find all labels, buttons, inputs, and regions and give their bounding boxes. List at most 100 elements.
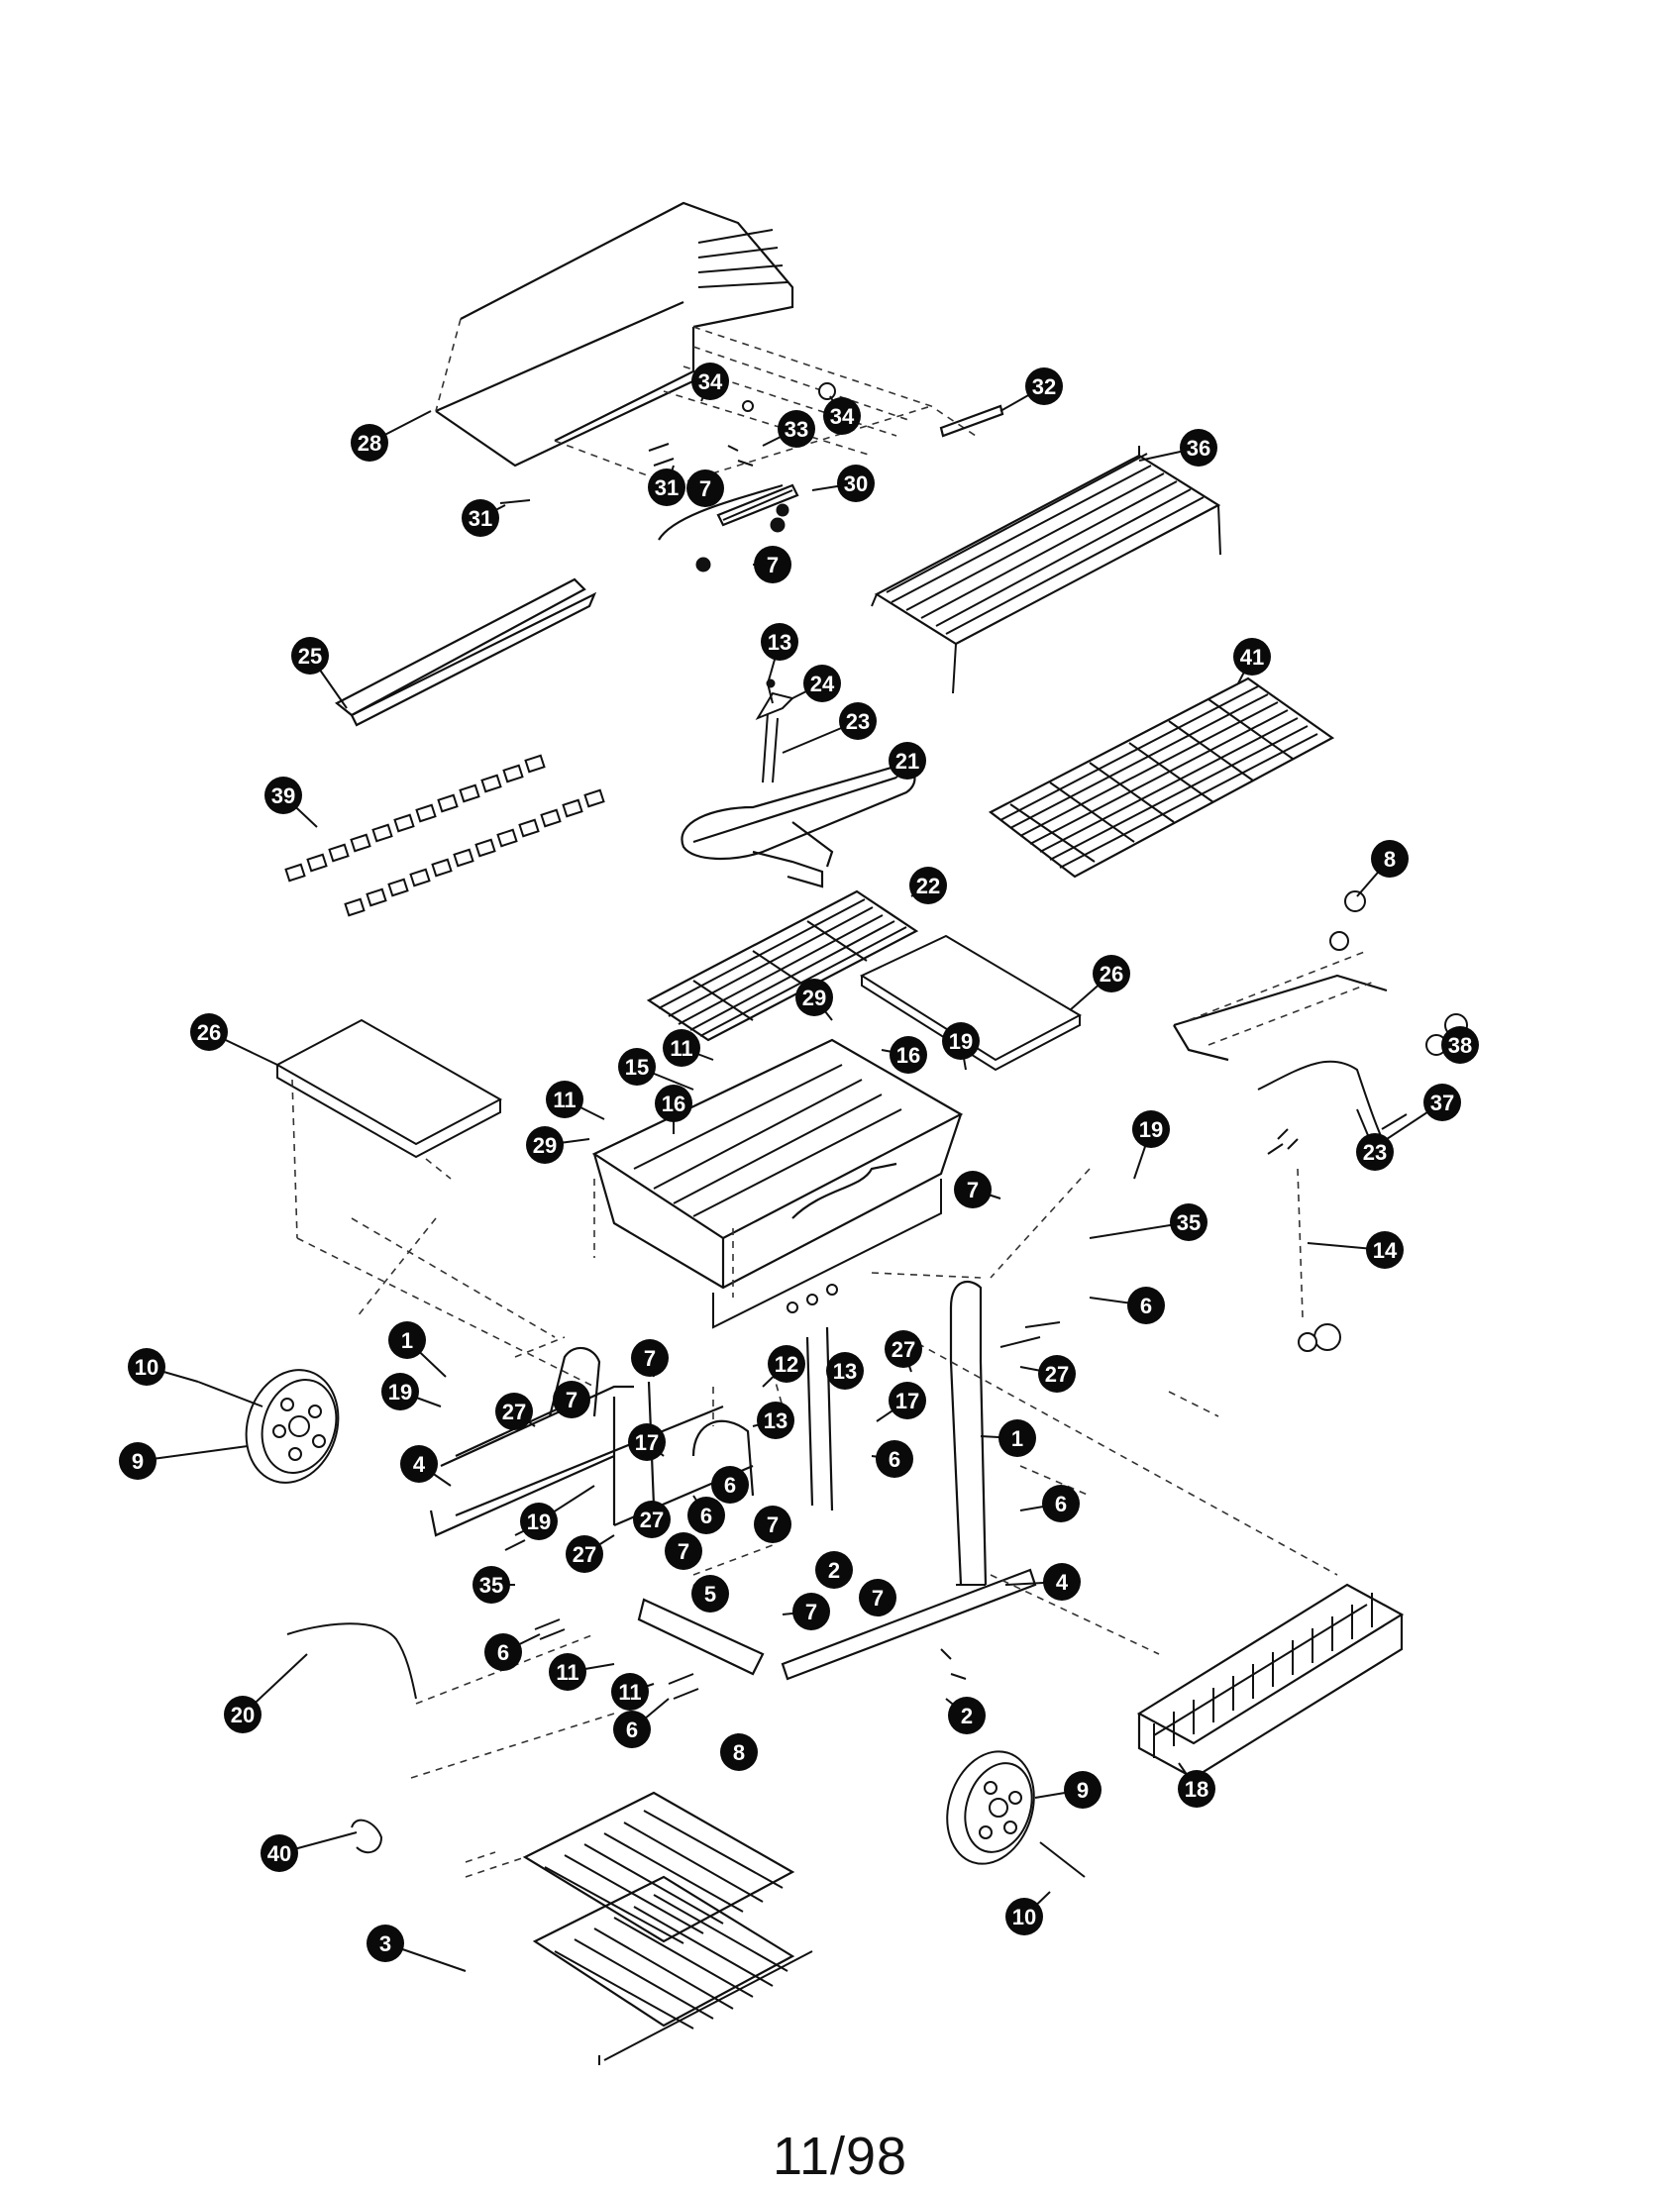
callout-label: 38 <box>1448 1033 1472 1058</box>
callout-33: 33 <box>778 410 815 448</box>
callout-label: 6 <box>1140 1294 1152 1318</box>
callout-23: 23 <box>839 702 877 740</box>
callout-label: 36 <box>1187 436 1210 461</box>
callout-label: 27 <box>1045 1362 1069 1387</box>
callout-label: 6 <box>889 1447 900 1472</box>
callout-label: 23 <box>1363 1140 1387 1165</box>
callout-30: 30 <box>837 465 875 502</box>
callout-label: 12 <box>775 1352 798 1377</box>
callout-31: 31 <box>462 499 499 537</box>
callout-6: 6 <box>1127 1287 1165 1324</box>
callout-7: 7 <box>686 469 724 507</box>
callout-39: 39 <box>264 777 302 814</box>
callout-13: 13 <box>826 1352 864 1390</box>
callout-label: 7 <box>767 1512 779 1537</box>
control-panel-drawing <box>1173 890 1468 1352</box>
callout-label: 5 <box>704 1582 716 1607</box>
callout-16: 16 <box>890 1036 927 1074</box>
callout-5: 5 <box>691 1575 729 1613</box>
callout-label: 2 <box>961 1704 973 1728</box>
callout-label: 18 <box>1185 1777 1208 1802</box>
callout-label: 20 <box>231 1703 255 1727</box>
callout-label: 31 <box>469 506 492 531</box>
callout-label: 7 <box>644 1346 656 1371</box>
callout-19: 19 <box>381 1373 419 1410</box>
callout-label: 13 <box>833 1359 857 1384</box>
callout-6: 6 <box>687 1497 725 1534</box>
callout-4: 4 <box>400 1445 438 1483</box>
callout-label: 16 <box>896 1043 920 1068</box>
callout-label: 23 <box>846 709 870 734</box>
callout-label: 3 <box>379 1931 391 1956</box>
firebox-drawing <box>591 1038 982 1329</box>
callout-37: 37 <box>1423 1084 1461 1121</box>
callout-15: 15 <box>618 1048 656 1086</box>
callout-11: 11 <box>546 1081 583 1118</box>
callout-label: 2 <box>828 1558 840 1583</box>
callout-8: 8 <box>1371 840 1409 878</box>
callout-label: 6 <box>724 1473 736 1498</box>
callout-label: 40 <box>267 1841 291 1866</box>
rock-grate-drawing <box>646 889 919 1042</box>
callout-label: 4 <box>1056 1570 1069 1595</box>
callout-label: 8 <box>733 1740 745 1765</box>
callout-31: 31 <box>648 469 685 506</box>
callout-38: 38 <box>1441 1026 1479 1064</box>
callout-6: 6 <box>711 1466 749 1504</box>
callout-label: 4 <box>413 1452 426 1477</box>
callout-7: 7 <box>792 1593 830 1630</box>
callout-label: 30 <box>844 471 868 496</box>
callout-label: 11 <box>556 1660 578 1685</box>
callout-label: 26 <box>1100 962 1123 987</box>
callout-label: 13 <box>768 630 791 655</box>
callout-7: 7 <box>553 1381 590 1418</box>
callout-17: 17 <box>628 1423 666 1461</box>
callout-label: 14 <box>1373 1238 1398 1263</box>
callout-label: 35 <box>1177 1210 1201 1235</box>
callout-6: 6 <box>876 1440 913 1478</box>
callout-label: 7 <box>566 1388 578 1412</box>
callout-label: 35 <box>479 1573 503 1598</box>
callout-24: 24 <box>803 665 841 702</box>
callout-27: 27 <box>885 1330 922 1368</box>
callout-18: 18 <box>1178 1770 1215 1808</box>
callout-41: 41 <box>1233 638 1271 676</box>
callout-19: 19 <box>520 1503 558 1540</box>
callout-label: 1 <box>401 1328 413 1353</box>
footer-date-code: 11/98 <box>772 2127 908 2186</box>
callout-34: 34 <box>691 363 729 400</box>
cart-frame-drawing <box>429 1280 1338 1681</box>
callout-32: 32 <box>1025 367 1063 405</box>
callout-26: 26 <box>190 1013 228 1051</box>
callout-28: 28 <box>351 424 388 462</box>
callout-7: 7 <box>954 1171 992 1208</box>
callout-7: 7 <box>754 1506 791 1543</box>
callout-label: 17 <box>895 1389 919 1413</box>
callout-9: 9 <box>1064 1771 1102 1809</box>
callout-label: 6 <box>497 1640 509 1665</box>
callout-11: 11 <box>549 1653 586 1691</box>
callout-label: 29 <box>802 986 826 1010</box>
callout-40: 40 <box>261 1834 298 1872</box>
callout-label: 39 <box>271 783 295 808</box>
callout-label: 1 <box>1011 1426 1023 1451</box>
callout-label: 9 <box>132 1449 144 1474</box>
bottom-shelf-drawing <box>465 1791 813 2065</box>
callout-17: 17 <box>889 1382 926 1419</box>
callout-35: 35 <box>1170 1203 1208 1241</box>
callout-label: 17 <box>635 1430 659 1455</box>
callout-7: 7 <box>665 1532 702 1570</box>
callout-11: 11 <box>611 1673 649 1711</box>
callout-label: 11 <box>553 1088 576 1112</box>
callout-label: 13 <box>764 1408 788 1433</box>
callout-1: 1 <box>388 1321 426 1359</box>
warming-rack-drawing <box>871 446 1221 694</box>
callout-21: 21 <box>889 742 926 780</box>
callout-1: 1 <box>998 1419 1036 1457</box>
callout-14: 14 <box>1366 1231 1404 1269</box>
callout-label: 11 <box>618 1680 641 1705</box>
callout-label: 26 <box>197 1020 221 1045</box>
callout-label: 10 <box>135 1355 158 1380</box>
callout-label: 31 <box>655 475 679 500</box>
